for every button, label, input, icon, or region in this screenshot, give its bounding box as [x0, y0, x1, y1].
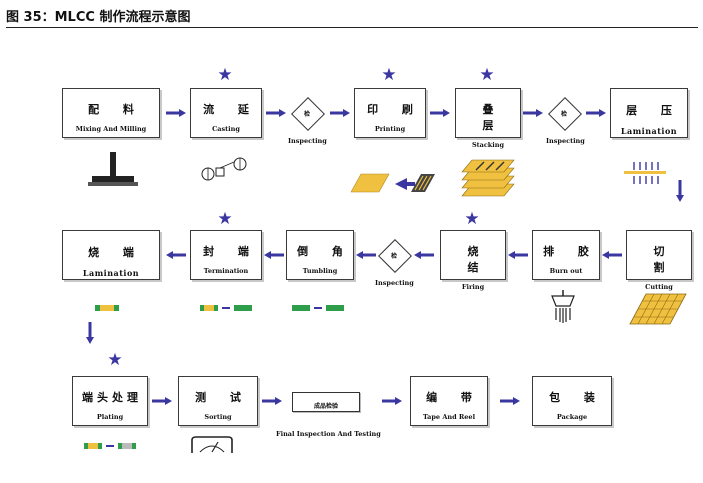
step-stacking-zh: 叠 层	[482, 103, 504, 132]
star-icon: ★	[464, 209, 480, 229]
arrow-right	[430, 109, 450, 117]
step-printing-en: Printing	[374, 125, 406, 133]
step-tape-zh: 编 带	[426, 391, 482, 404]
tumbled-chips-illustration	[292, 305, 344, 311]
printing-sheets-illustration	[350, 173, 435, 193]
cut-sheet-illustration	[629, 293, 687, 325]
figure-title: 图 35：MLCC 制作流程示意图	[6, 10, 191, 25]
step-burnout-en: Burn out	[549, 267, 583, 275]
arrow-right	[262, 397, 282, 405]
step-tumbling-en: Tumbling	[302, 267, 338, 275]
arrow-down	[676, 180, 684, 202]
title-rule	[6, 27, 698, 28]
terminated-chips-illustration	[200, 305, 252, 311]
arrow-down	[86, 322, 94, 344]
step-casting-en: Casting	[212, 125, 240, 133]
step-end-firing: 烧 端 Lamination	[62, 230, 160, 280]
step-lamination: 层 压 Lamination	[610, 88, 688, 138]
step-mixing: 配 料 Mixing And Milling	[62, 88, 160, 138]
step-firing: 烧 结 Firing	[440, 230, 506, 291]
arrow-right	[266, 109, 286, 117]
inspection-caption: Inspecting	[375, 279, 414, 287]
step-firing-en: Firing	[461, 283, 485, 291]
arrow-left	[356, 251, 376, 259]
step-casting: 流 延 Casting	[190, 88, 262, 138]
step-sorting-zh: 测 试	[195, 391, 251, 404]
arrow-right	[152, 397, 172, 405]
step-final-inspection: 成品检验	[292, 392, 360, 412]
arrow-left	[602, 251, 622, 259]
step-printing: 印 刷 Printing	[354, 88, 426, 138]
inspection-glyph: 检	[560, 111, 567, 118]
step-plating: 端头处理 Plating	[72, 376, 148, 426]
chip-illustration	[95, 305, 119, 311]
inspection-glyph: 检	[303, 111, 310, 118]
laminated-block-illustration	[624, 162, 666, 184]
inspection-caption: Inspecting	[288, 137, 327, 145]
arrow-right	[500, 397, 520, 405]
step-tape-en: Tape And Reel	[422, 413, 476, 421]
mlcc-process-diagram: 配 料 Mixing And Milling ★ 流 延 Casting 检 I…	[0, 30, 703, 483]
arrow-right	[166, 109, 186, 117]
star-icon: ★	[479, 65, 495, 85]
star-icon: ★	[107, 350, 123, 370]
stacked-sheets-illustration	[461, 159, 515, 197]
star-icon: ★	[217, 65, 233, 85]
step-plating-zh: 端头处理	[82, 391, 142, 404]
arrow-right	[523, 109, 543, 117]
step-termination-en: Termination	[203, 267, 249, 275]
step-tumbling-zh: 倒 角	[297, 245, 353, 258]
star-icon: ★	[217, 209, 233, 229]
step-end-firing-zh: 烧 端	[88, 246, 144, 259]
step-cutting-zh: 切 割	[653, 245, 675, 274]
step-sorting: 测 试 Sorting	[178, 376, 258, 426]
step-cutting: 切 割 Cutting	[626, 230, 692, 291]
step-lamination-zh: 层 压	[626, 104, 682, 117]
arrow-left	[166, 251, 186, 259]
step-cutting-en: Cutting	[645, 283, 673, 291]
step-plating-en: Plating	[96, 413, 124, 421]
arrow-right	[382, 397, 402, 405]
inspection-glyph: 检	[390, 253, 397, 260]
step-mixing-en: Mixing And Milling	[75, 125, 147, 133]
arrow-right	[586, 109, 606, 117]
step-printing-zh: 印 刷	[367, 103, 423, 116]
step-firing-zh: 烧 结	[467, 245, 489, 274]
step-termination-zh: 封 端	[203, 245, 259, 258]
step-stacking: 叠 层 Stacking	[455, 88, 521, 149]
step-stacking-en: Stacking	[471, 141, 505, 149]
step-casting-zh: 流 延	[203, 103, 259, 116]
step-tape-reel: 编 带 Tape And Reel	[410, 376, 488, 426]
step-lamination-en: Lamination	[620, 126, 678, 136]
meter-illustration	[191, 436, 233, 453]
arrow-left	[264, 251, 284, 259]
step-burnout-zh: 排 胶	[543, 245, 599, 258]
step-tumbling: 倒 角 Tumbling	[286, 230, 354, 280]
arrow-right	[330, 109, 350, 117]
step-termination: 封 端 Termination	[190, 230, 262, 280]
mixer-illustration	[88, 152, 138, 186]
plated-chips-illustration	[84, 443, 136, 449]
arrow-left	[508, 251, 528, 259]
step-final-zh: 成品检验	[313, 403, 338, 410]
step-sorting-en: Sorting	[204, 413, 232, 421]
step-mixing-zh: 配 料	[88, 103, 144, 116]
step-end-firing-en: Lamination	[82, 268, 140, 278]
star-icon: ★	[381, 65, 397, 85]
inspection-caption: Inspecting	[546, 137, 585, 145]
casting-rollers-illustration	[201, 157, 247, 181]
step-burnout: 排 胶 Burn out	[532, 230, 600, 280]
burnout-furnace-illustration	[551, 290, 575, 323]
step-package-zh: 包 装	[549, 391, 605, 404]
step-package: 包 装 Package	[532, 376, 612, 426]
step-final-en: Final Inspection And Testing	[276, 430, 381, 438]
step-package-en: Package	[556, 413, 588, 421]
arrow-left	[414, 251, 434, 259]
